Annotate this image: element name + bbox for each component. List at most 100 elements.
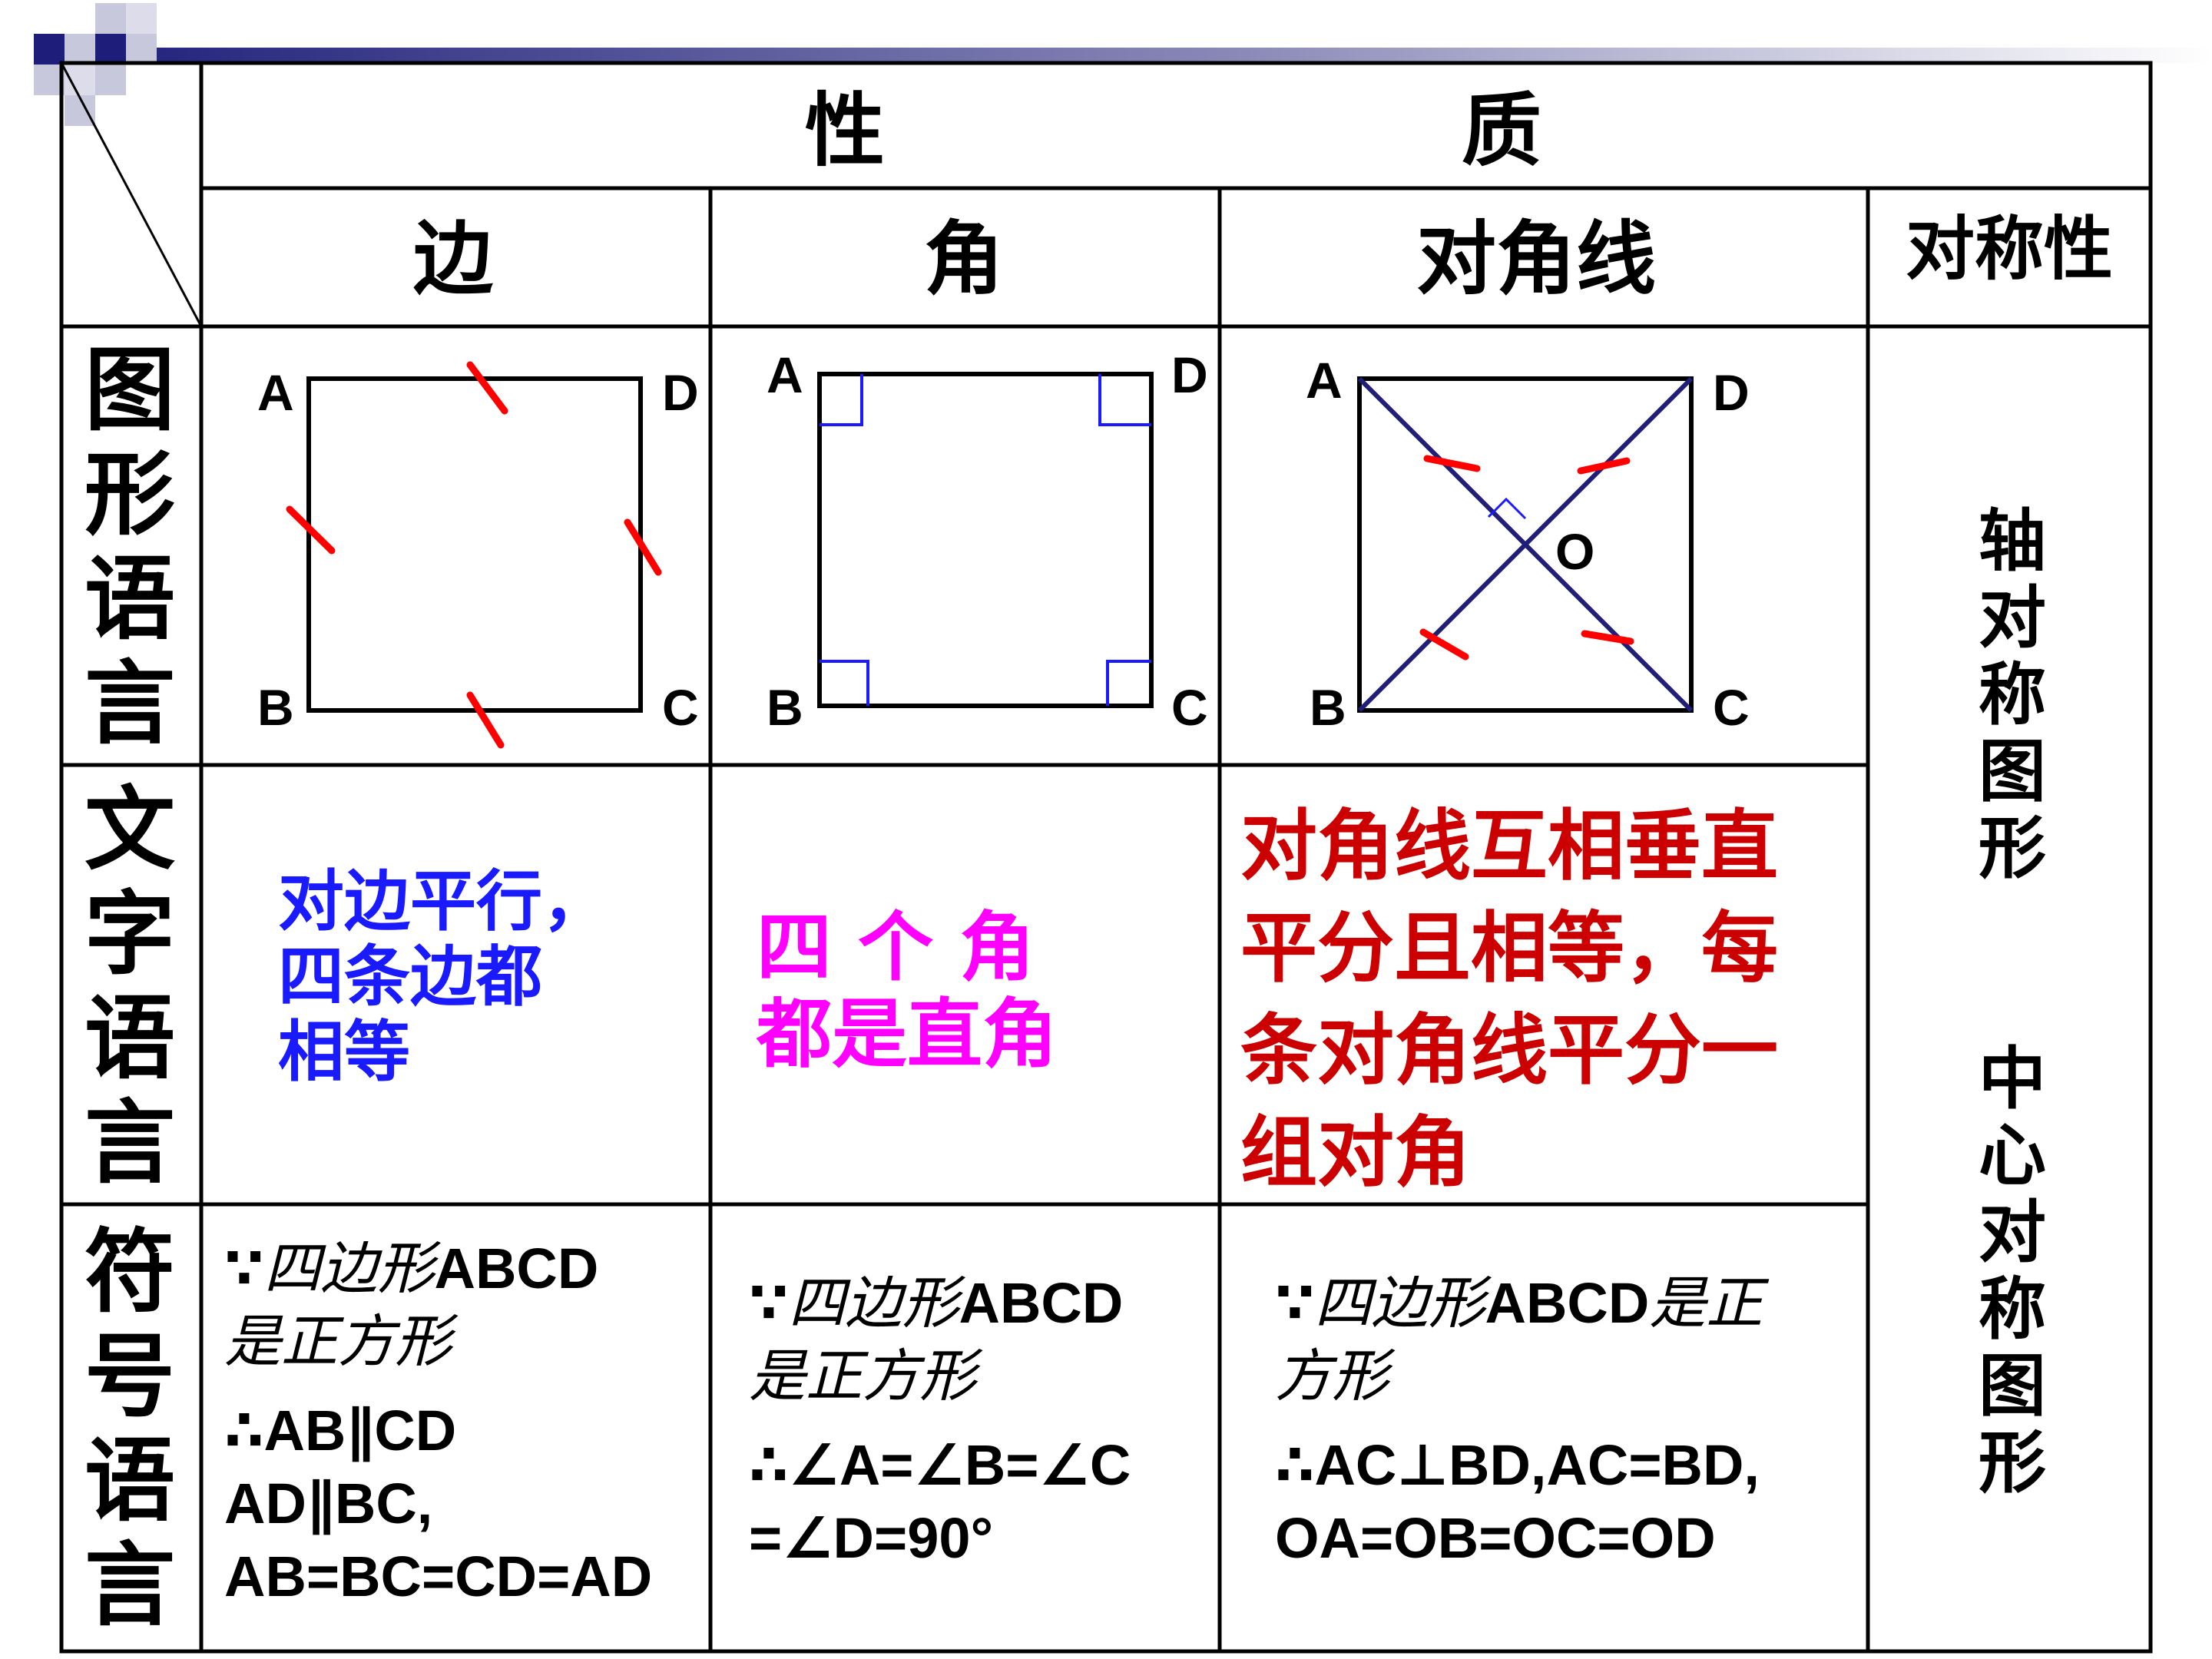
conclusion-line: ∴∠A=∠B=∠C	[749, 1433, 1131, 1498]
row-label-symbolic-char: 言	[84, 1532, 175, 1638]
figure-angles	[817, 372, 1154, 708]
symmetry-central-char: 中	[1978, 1039, 2046, 1118]
diagonal-bd	[1357, 376, 1694, 713]
verbal-angles-line: 都是直角	[757, 990, 1058, 1078]
fig-diagonals-label-d: D	[1713, 364, 1750, 421]
row-label-graphic-char: 言	[84, 651, 175, 757]
right-angle-mark-a	[820, 374, 863, 426]
given-text: 是正方形	[749, 1343, 976, 1409]
header-col-diagonals: 对角线	[1416, 212, 1656, 306]
header-col-angles: 角	[923, 212, 1004, 306]
verbal-angles-line: 四 个 角	[757, 904, 1035, 992]
symbolic-sides: ∵四边形ABCD 是正方形 ∴AB∥CD AD∥BC, AB=BC=CD=AD	[224, 1233, 652, 1614]
row-label-graphic-char: 语	[84, 546, 175, 652]
row-label-graphic-char: 图	[84, 337, 175, 443]
verbal-diagonals-line: 对角线互相垂直	[1240, 801, 1778, 891]
header-properties-char-2: 质	[1461, 84, 1541, 177]
because-symbol: ∵	[224, 1237, 264, 1300]
row-label-verbal-char: 言	[84, 1090, 175, 1196]
figure-sides	[286, 361, 662, 749]
square-angles	[817, 372, 1154, 708]
conclusion-line: ∴AC⊥BD,AC=BD,	[1275, 1433, 1760, 1498]
figure-diagonals	[1357, 376, 1694, 713]
square-diagonals	[1357, 376, 1694, 713]
conclusion-line: AD∥BC,	[224, 1472, 433, 1536]
given-text: 是正	[1649, 1270, 1763, 1336]
row-label-verbal-char: 语	[84, 985, 175, 1091]
fig-sides-label-c: C	[662, 679, 699, 736]
symbolic-angles: ∵四边形ABCD 是正方形 ∴∠A=∠B=∠C =∠D=90°	[749, 1267, 1131, 1575]
conclusion-line: AB=BC=CD=AD	[224, 1544, 653, 1608]
right-angle-mark-o	[1487, 497, 1527, 520]
decorative-squares	[34, 3, 157, 126]
fig-diagonals-label-b: B	[1310, 679, 1346, 736]
tick-mark-top	[466, 361, 508, 415]
row-label-graphic-char: 形	[84, 442, 175, 548]
tick-mark-bottom	[466, 691, 505, 749]
given-text: 四边形	[1314, 1270, 1485, 1336]
verbal-sides-line: 对边平行，	[278, 863, 608, 940]
given-name: ABCD	[434, 1237, 599, 1300]
given-name: ABCD	[959, 1271, 1124, 1335]
symmetry-axial-char: 形	[1978, 809, 2046, 888]
symmetry-central-char: 图	[1978, 1346, 2046, 1426]
given-text: 是正方形	[224, 1308, 452, 1375]
header-properties-char-1: 性	[804, 84, 885, 177]
fig-diagonals-label-a: A	[1306, 352, 1343, 409]
row-label-symbolic-char: 符	[84, 1219, 175, 1325]
given-text: 四边形	[788, 1270, 959, 1336]
fig-sides-label-d: D	[662, 364, 699, 421]
fig-angles-label-a: A	[767, 346, 803, 403]
fig-sides-label-b: B	[257, 679, 294, 736]
given-text: 四边形	[263, 1236, 435, 1302]
header-col-symmetry: 对称性	[1906, 209, 2113, 290]
tick-mark-od	[1577, 457, 1631, 475]
square-sides	[306, 376, 643, 713]
given-text: 方形	[1275, 1343, 1389, 1409]
tick-mark-oa	[1423, 455, 1481, 472]
verbal-sides-line: 四条边都	[278, 939, 542, 1016]
fig-diagonals-label-o: O	[1555, 523, 1595, 580]
verbal-diagonals: 对角线互相垂直 平分且相等，每 条对角线平分一 组对角	[1240, 795, 1778, 1204]
because-symbol: ∵	[749, 1271, 789, 1335]
verbal-diagonals-line: 组对角	[1240, 1108, 1471, 1197]
symmetry-central-char: 称	[1978, 1270, 2046, 1349]
fig-angles-label-c: C	[1171, 679, 1208, 736]
symmetry-central-char: 心	[1978, 1116, 2046, 1195]
verbal-diagonals-line: 平分且相等，每	[1240, 903, 1778, 993]
row-label-symbolic-char: 语	[84, 1428, 175, 1534]
tick-mark-oc	[1581, 630, 1634, 645]
fig-diagonals-label-c: C	[1713, 679, 1750, 736]
conclusion-line: ∴AB∥CD	[224, 1399, 457, 1463]
tick-mark-right	[624, 518, 662, 576]
conclusion-line: OA=OB=OC=OD	[1275, 1506, 1716, 1571]
verbal-sides: 对边平行， 四条边都 相等	[278, 864, 608, 1090]
fig-sides-label-a: A	[257, 364, 294, 421]
row-label-symbolic: 符 号 语 言	[65, 1220, 195, 1637]
top-banner	[61, 48, 2212, 63]
tick-mark-ob	[1419, 628, 1469, 661]
symmetry-axial-char: 轴	[1978, 502, 2046, 581]
tick-mark-left	[286, 505, 336, 555]
right-angle-mark-b	[820, 660, 869, 706]
header-col-sides: 边	[412, 212, 493, 306]
fig-angles-label-b: B	[767, 679, 803, 736]
row-label-verbal: 文 字 语 言	[65, 777, 195, 1195]
symbolic-diagonals: ∵四边形ABCD是正 方形 ∴AC⊥BD,AC=BD, OA=OB=OC=OD	[1275, 1267, 1763, 1575]
symmetry-axial-char: 对	[1978, 578, 2046, 657]
right-angle-mark-c	[1106, 660, 1151, 706]
fig-angles-label-d: D	[1171, 346, 1208, 403]
row-label-verbal-char: 字	[84, 881, 175, 987]
verbal-diagonals-line: 条对角线平分一	[1240, 1005, 1778, 1095]
symmetry-axial-char: 图	[1978, 732, 2046, 811]
because-symbol: ∵	[1275, 1271, 1315, 1335]
symmetry-central-char: 形	[1978, 1423, 2046, 1502]
symmetry-central: 中 心 对 称 图 形	[1966, 1041, 2058, 1502]
symmetry-axial-char: 称	[1978, 655, 2046, 734]
given-name: ABCD	[1485, 1271, 1650, 1335]
right-angle-mark-d	[1098, 374, 1151, 426]
row-label-symbolic-char: 号	[84, 1323, 175, 1429]
symmetry-axial: 轴 对 称 图 形	[1966, 503, 2058, 887]
verbal-sides-line: 相等	[278, 1014, 410, 1091]
